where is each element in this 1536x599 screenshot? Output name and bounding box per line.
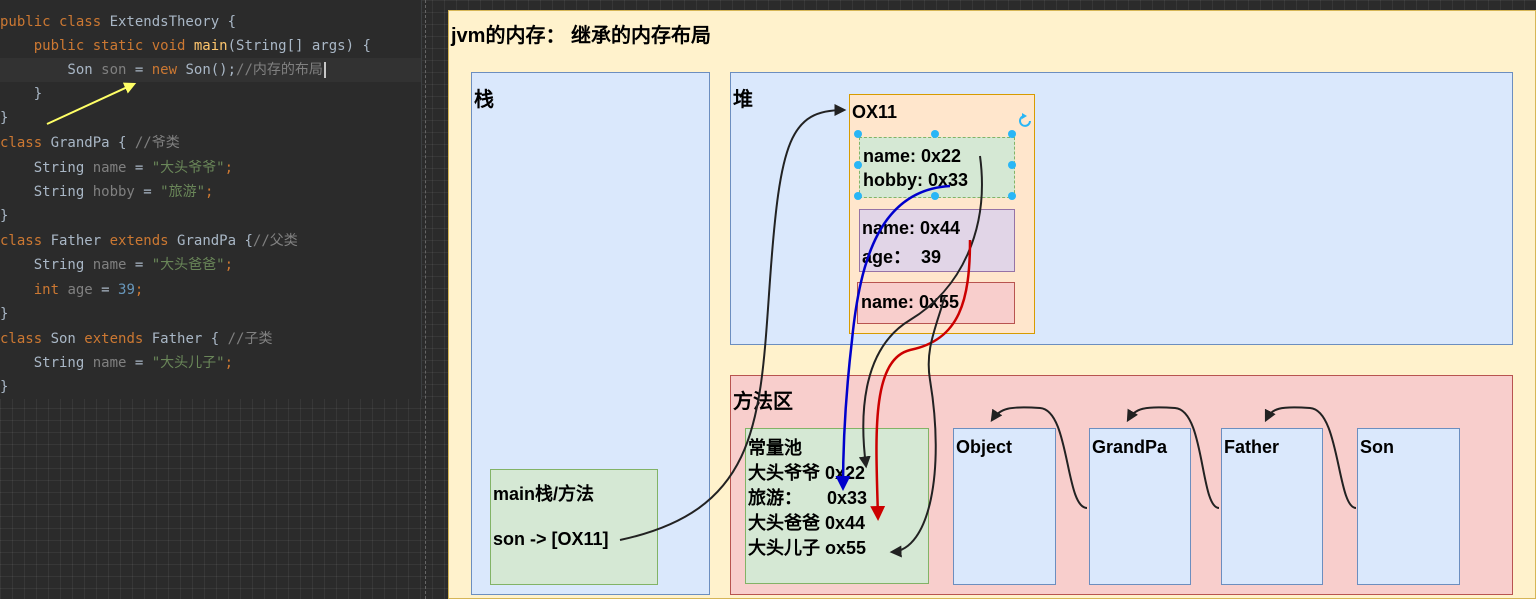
code-line-13: } xyxy=(0,306,9,322)
code-line-7: String name = "大头爷爷"; xyxy=(0,160,234,176)
main-stack-frame[interactable]: main栈/方法 son -> [OX11] xyxy=(490,469,658,585)
code-line-16: } xyxy=(0,379,9,395)
code-line-12: int age = 39; xyxy=(33,282,144,298)
code-line-10: class Father extends GrandPa {//父类 xyxy=(0,233,298,249)
constant-entry: 大头爷爷 0x22 xyxy=(748,463,866,483)
code-editor[interactable]: public class ExtendsTheory { public stat… xyxy=(0,0,422,399)
class-father-label: Father xyxy=(1224,437,1280,457)
father-fields[interactable]: name: 0x44 age： 39 xyxy=(859,209,1015,272)
class-object[interactable]: Object xyxy=(953,428,1056,585)
heap-label: 堆 xyxy=(733,89,753,111)
son-fields[interactable]: name: 0x55 xyxy=(857,282,1015,324)
code-line-4: } xyxy=(0,86,43,102)
son-name-field: name: 0x55 xyxy=(861,292,960,312)
code-line-5: } xyxy=(0,110,9,126)
stack-area[interactable]: 栈 main栈/方法 son -> [OX11] xyxy=(471,72,710,595)
code-line-2: public static void main(String[] args) { xyxy=(0,38,371,54)
class-father[interactable]: Father xyxy=(1221,428,1323,585)
text-caret xyxy=(323,62,326,78)
diagram-title: jvm的内存： 继承的内存布局 xyxy=(451,25,712,47)
constant-entry: 大头爸爸 0x44 xyxy=(748,513,866,533)
class-grandpa[interactable]: GrandPa xyxy=(1089,428,1191,585)
code-line-3: Son son = new Son();//内存的布局 xyxy=(0,58,421,82)
code-line-11: String name = "大头爸爸"; xyxy=(0,257,234,273)
diagram-canvas[interactable]: jvm的内存： 继承的内存布局 栈 main栈/方法 son -> [OX11]… xyxy=(448,10,1536,599)
son-object[interactable]: OX11 name: 0x22 hobby: 0x33 name: 0x44 a… xyxy=(849,94,1035,334)
class-grandpa-label: GrandPa xyxy=(1092,437,1168,457)
code-line-9: } xyxy=(0,208,9,224)
heap-area[interactable]: 堆 OX11 name: 0x22 hobby: 0x33 name: 0x44… xyxy=(730,72,1513,345)
stack-label: 栈 xyxy=(474,89,494,111)
constant-pool-title: 常量池 xyxy=(748,438,802,458)
constant-entry: 旅游： 0x33 xyxy=(748,488,868,508)
father-name-field: name: 0x44 xyxy=(862,218,961,238)
code-line-1: public class ExtendsTheory { xyxy=(0,14,237,30)
father-age-field: age： 39 xyxy=(862,247,942,267)
constant-pool[interactable]: 常量池 大头爷爷 0x22 旅游： 0x33 大头爸爸 0x44 大头儿子 ox… xyxy=(745,428,929,584)
code-line-8: String hobby = "旅游"; xyxy=(0,184,214,200)
class-son[interactable]: Son xyxy=(1357,428,1460,585)
main-frame-reference: son -> [OX11] xyxy=(493,529,609,549)
grandpa-name-field: name: 0x22 xyxy=(863,146,962,166)
method-area-label: 方法区 xyxy=(733,391,793,413)
grandpa-hobby-field: hobby: 0x33 xyxy=(863,170,969,190)
code-line-6: class GrandPa { //爷类 xyxy=(0,135,180,151)
constant-entry: 大头儿子 ox55 xyxy=(748,538,867,558)
code-line-15: String name = "大头儿子"; xyxy=(0,355,234,371)
class-object-label: Object xyxy=(956,437,1013,457)
main-frame-title: main栈/方法 xyxy=(493,484,595,504)
grandpa-fields[interactable]: name: 0x22 hobby: 0x33 xyxy=(859,137,1015,198)
method-area[interactable]: 方法区 常量池 大头爷爷 0x22 旅游： 0x33 大头爸爸 0x44 大头儿… xyxy=(730,375,1513,595)
object-address: OX11 xyxy=(852,102,898,122)
code-line-14: class Son extends Father { //子类 xyxy=(0,331,273,347)
class-son-label: Son xyxy=(1360,437,1394,457)
editor-divider xyxy=(425,0,426,599)
